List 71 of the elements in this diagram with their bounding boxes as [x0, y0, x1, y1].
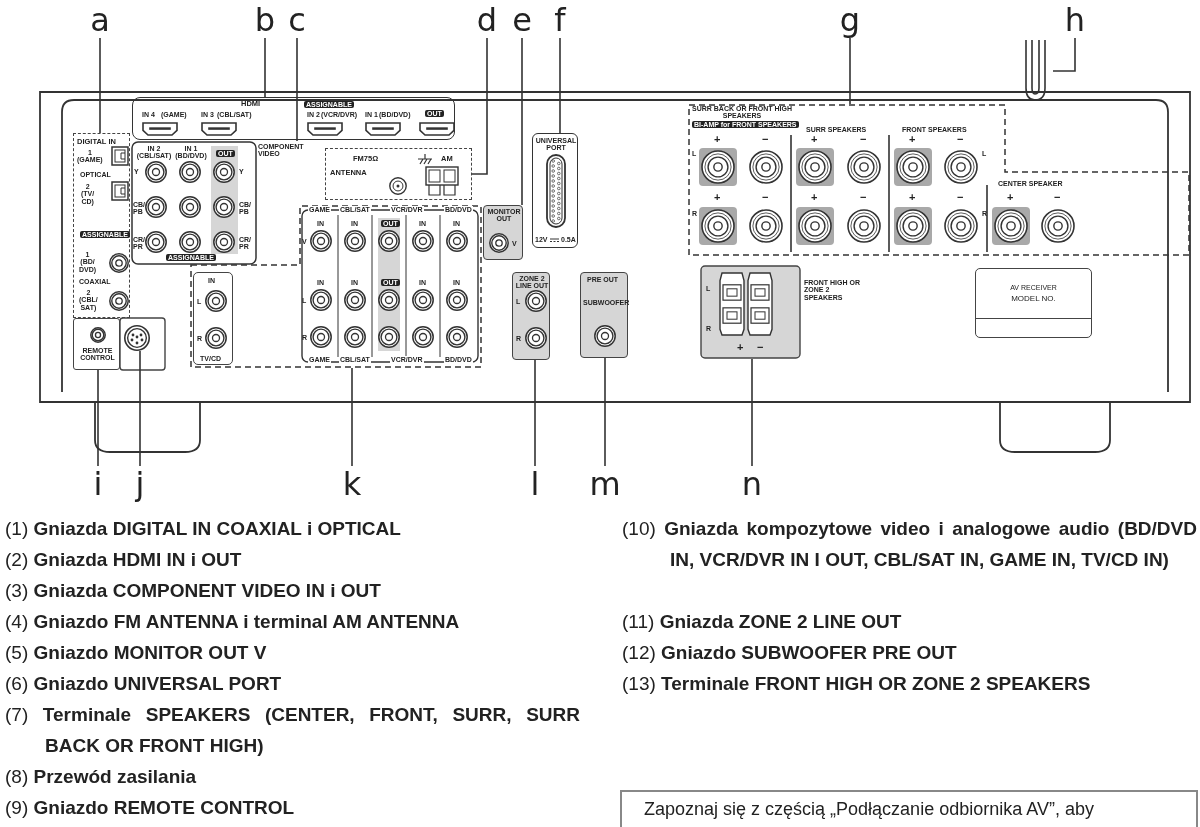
list-item: (2) Gniazda HDMI IN i OUT [5, 548, 243, 572]
callout-letter: c [280, 2, 314, 38]
jack-panel [483, 205, 523, 260]
list-item: (6) Gniazdo UNIVERSAL PORT [5, 672, 283, 696]
list-item: (8) Przewód zasilania [5, 765, 198, 789]
polarity-label: − [762, 134, 769, 146]
leader-line [351, 367, 353, 467]
leader-line [534, 359, 536, 467]
polarity-label: − [957, 134, 964, 146]
list-item: (13) Terminale FRONT HIGH OR ZONE 2 SPEAKERS [622, 672, 1092, 696]
callout-letter: n [735, 466, 769, 502]
leader-line [849, 37, 851, 105]
note-text: Zapoznaj się z częścią „Podłączanie odbiornika AV”, aby [644, 799, 1094, 820]
polarity-label: − [1054, 192, 1061, 204]
polarity-label: + [811, 134, 818, 146]
jack-group-frame [73, 133, 130, 318]
callout-letter: k [335, 466, 369, 502]
list-item: (10) Gniazda kompozytowe video i analogowe audio (BD/DVD IN, VCR/DVR IN I OUT, CBL/SAT IN, GAME IN, TV/CD IN) [622, 517, 1197, 572]
callout-letter: d [470, 2, 504, 38]
polarity-label: − [957, 192, 964, 204]
leader-line [604, 357, 606, 467]
jack-panel [512, 272, 550, 360]
note-box [620, 790, 1198, 827]
jack-panel [580, 272, 628, 358]
polarity-label: + [1007, 192, 1014, 204]
list-item: (5) Gniazdo MONITOR OUT V [5, 641, 268, 665]
list-item: (3) Gniazda COMPONENT VIDEO IN i OUT [5, 579, 382, 603]
list-item: (4) Gniazdo FM ANTENNA i terminal AM ANTENNA [5, 610, 461, 634]
leader-line [97, 369, 99, 467]
leader-line [751, 358, 753, 467]
callout-letter: h [1058, 2, 1092, 38]
polarity-label: − [762, 192, 769, 204]
list-item: (11) Gniazda ZONE 2 LINE OUT [622, 610, 903, 634]
callout-letter: e [505, 2, 539, 38]
polarity-label: + [909, 134, 916, 146]
callout-letter: i [81, 466, 115, 502]
callout-letter: j [123, 466, 157, 502]
callout-letter: m [588, 466, 622, 502]
hdmi-panel [132, 97, 455, 140]
polarity-label: − [757, 342, 764, 354]
callout-letter: l [518, 466, 552, 502]
leader-line [296, 37, 298, 142]
polarity-label: + [737, 342, 744, 354]
polarity-label: + [909, 192, 916, 204]
port-panel [532, 133, 578, 248]
leader-line [559, 37, 561, 134]
din-jack-icon [124, 325, 150, 351]
jack-panel-frame [73, 318, 120, 370]
leader-line [471, 37, 488, 175]
leader-line [1052, 37, 1076, 72]
list-item: (9) Gniazdo REMOTE CONTROL [5, 796, 296, 820]
list-item: (7) Terminale SPEAKERS (CENTER, FRONT, SURR, SURR BACK OR FRONT HIGH) [5, 703, 580, 758]
antenna-panel-frame [325, 148, 472, 200]
callout-letter: g [833, 2, 867, 38]
callout-letter: a [83, 2, 117, 38]
leader-line [521, 37, 523, 206]
polarity-label: − [860, 134, 867, 146]
polarity-label: + [714, 192, 721, 204]
leader-line [139, 350, 141, 467]
jack-label: MODEL NO. [1010, 295, 1057, 304]
leader-line [264, 37, 266, 98]
rating-plate [975, 268, 1092, 338]
callout-letter: f [543, 2, 577, 38]
leader-line [99, 37, 101, 134]
polarity-label: − [860, 192, 867, 204]
list-item: (12) Gniazdo SUBWOOFER PRE OUT [622, 641, 958, 665]
list-item: (1) Gniazda DIGITAL IN COAXIAL i OPTICAL [5, 517, 402, 541]
jack-panel-frame [193, 272, 233, 365]
callout-letter: b [248, 2, 282, 38]
polarity-label: + [714, 134, 721, 146]
polarity-label: + [811, 192, 818, 204]
